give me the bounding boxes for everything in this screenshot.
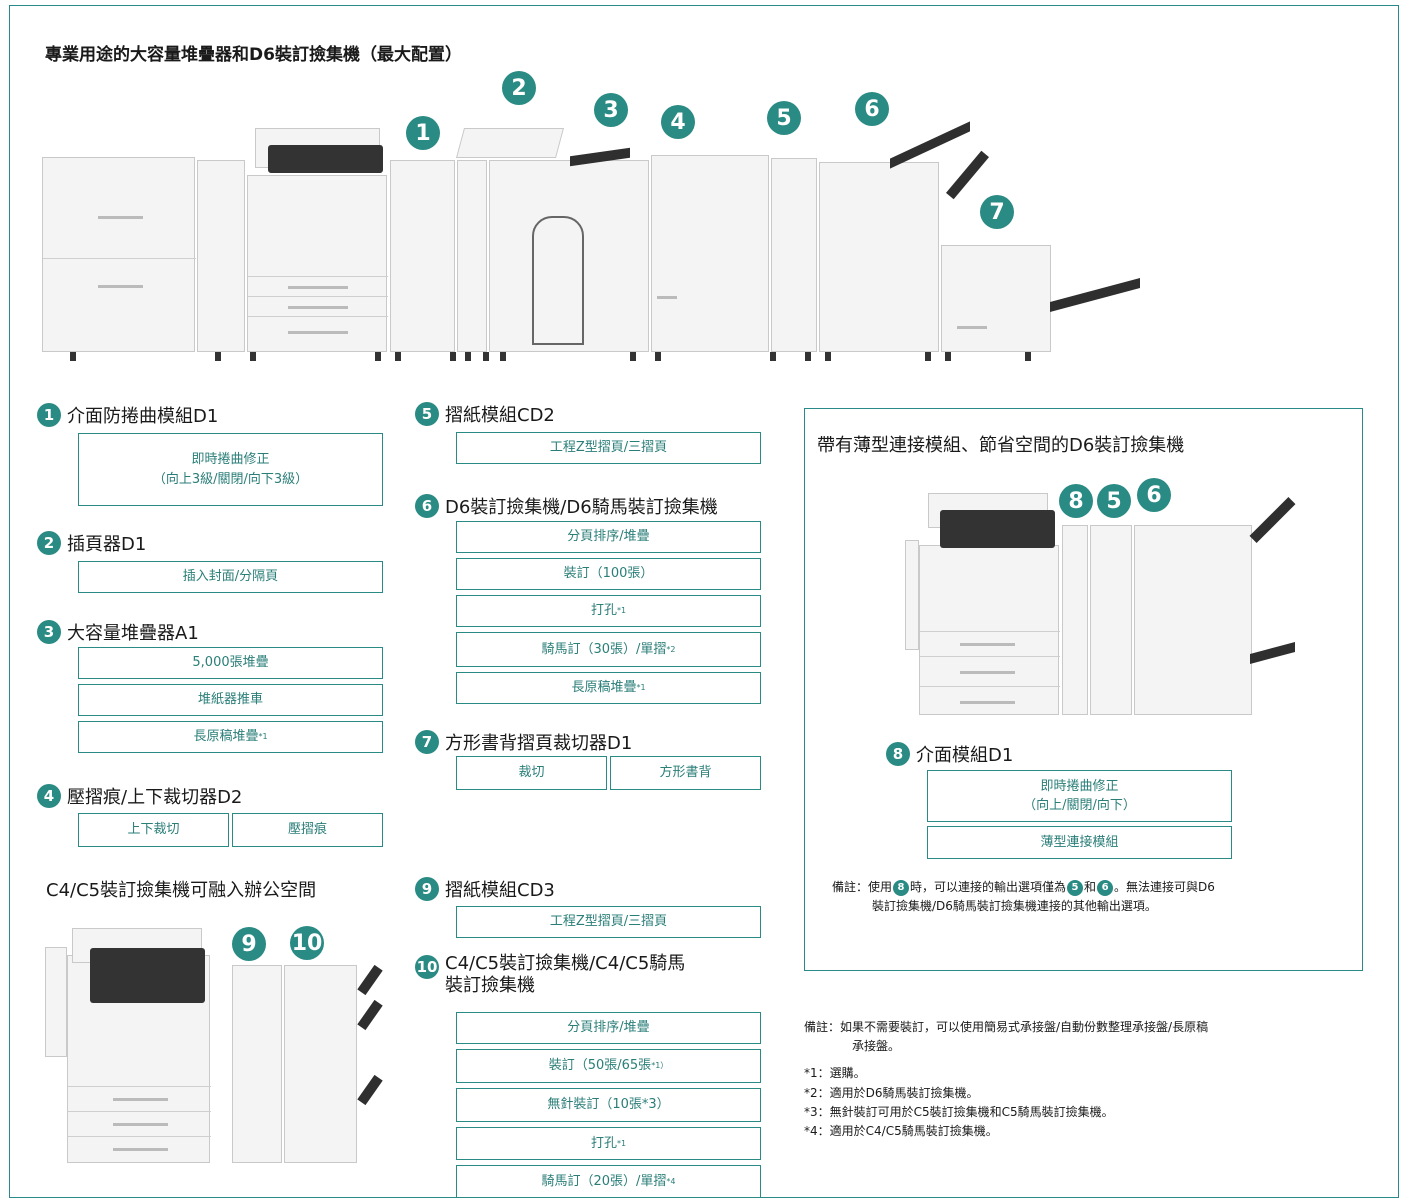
remark-line-1: 備註：如果不需要裝訂，可以使用簡易式承接盤/自動份數整理承接盤/長原稿: [804, 1020, 1209, 1034]
module-4-box-right: 壓摺痕: [232, 813, 383, 847]
badge-1-top: 1: [406, 116, 440, 150]
remark-line-2: 承接盤。: [852, 1039, 901, 1054]
module-10-box-2: 裝訂（50張/65張*1）: [456, 1049, 761, 1083]
module-6-box-2: 裝訂（100張）: [456, 558, 761, 590]
feeder-connector: [197, 160, 245, 352]
module-6-box-3: 打孔*1: [456, 595, 761, 627]
footnotes: 備註：如果不需要裝訂，可以使用簡易式承接盤/自動份數整理承接盤/長原稿 承接盤。…: [804, 1018, 1384, 1141]
office-module-10-unit: [284, 965, 357, 1163]
printer-body: [247, 175, 388, 352]
slim-panel-title: 帶有薄型連接模組、節省空間的D6裝訂撿集機: [817, 435, 1185, 456]
module-6-box-4: 騎馬訂（30張）/單摺*2: [456, 632, 761, 667]
note-badge-8: 8: [893, 879, 910, 896]
module-10-box-4: 打孔*1: [456, 1127, 761, 1160]
module-10-box-1: 分頁排序/堆疊: [456, 1012, 761, 1044]
office-control-panel: [90, 948, 205, 1003]
module-3-box-2: 堆紙器推車: [78, 684, 383, 716]
module-8-box-1: 即時捲曲修正（向上/關閉/向下）: [927, 770, 1232, 822]
badge-8-slim: 8: [1059, 484, 1093, 518]
module-1-unit: [390, 160, 455, 352]
inserter-tray: [455, 128, 565, 158]
office-module-9-unit: [232, 965, 282, 1163]
module-7-box-right: 方形書背: [610, 756, 761, 790]
module-9-box: 工程Z型摺頁/三摺頁: [456, 906, 761, 938]
badge-10-office: 10: [290, 926, 324, 960]
footnote-1: *1：選購。: [804, 1066, 866, 1081]
slim-bypass-tray: [905, 540, 919, 650]
slim-module-5-unit: [1090, 525, 1132, 715]
slim-panel-note: 備註：使用 8 時，可以連接的輸出選項僅為 5 和 6 。無法連接可與D6 裝訂…: [832, 879, 1215, 914]
footnote-4: *4：適用於C4/C5騎馬裝訂撿集機。: [804, 1123, 998, 1138]
slim-printer-body: [919, 545, 1060, 715]
module-5-unit: [771, 158, 817, 352]
badge-5-slim: 5: [1097, 484, 1131, 518]
control-panel: [268, 145, 383, 173]
module-10-box-3: 無針裝訂（10張*3）: [456, 1088, 761, 1122]
module-3-unit: [489, 160, 649, 352]
badge-5-top: 5: [767, 101, 801, 135]
module-2-unit: [457, 160, 487, 352]
module-7-box-left: 裁切: [456, 756, 607, 790]
module-1-box: 即時捲曲修正（向上3級/關閉/向下3級）: [78, 433, 383, 506]
module-6-box-1: 分頁排序/堆疊: [456, 521, 761, 553]
office-title: C4/C5裝訂撿集機可融入辦公空間: [46, 880, 317, 901]
module-2-box: 插入封面/分隔頁: [78, 561, 383, 593]
module-7-unit: [941, 245, 1051, 352]
note-badge-6: 6: [1097, 879, 1114, 896]
badge-4-top: 4: [661, 105, 695, 139]
badge-9-office: 9: [232, 927, 266, 961]
slim-module-6-unit: [1134, 525, 1252, 715]
slim-control-panel: [940, 510, 1055, 548]
module-3-box-1: 5,000張堆疊: [78, 647, 383, 679]
note-badge-5: 5: [1067, 879, 1084, 896]
badge-6-top: 6: [855, 92, 889, 126]
badge-7-top: 7: [980, 195, 1014, 229]
module-6-box-5: 長原稿堆疊*1: [456, 672, 761, 704]
office-bypass-tray: [45, 947, 67, 1057]
module-3-box-3: 長原稿堆疊*1: [78, 721, 383, 753]
module-4-unit: [651, 155, 769, 352]
main-title: 專業用途的大容量堆疊器和D6裝訂撿集機（最大配置）: [45, 45, 462, 65]
slim-connection-panel: [804, 408, 1363, 971]
module-5-box: 工程Z型摺頁/三摺頁: [456, 432, 761, 464]
paper-feeder-unit: [42, 157, 196, 352]
badge-2-top: 2: [502, 71, 536, 105]
module-4-box-left: 上下裁切: [78, 813, 229, 847]
badge-3-top: 3: [594, 93, 628, 127]
module-6-unit: [819, 162, 939, 352]
module-10-box-5: 騎馬訂（20張）/單摺*4: [456, 1165, 761, 1198]
badge-6-slim: 6: [1137, 478, 1171, 512]
footnote-2: *2：適用於D6騎馬裝訂撿集機。: [804, 1085, 979, 1100]
slim-module-8-unit: [1062, 525, 1088, 715]
module-8-box-2: 薄型連接模組: [927, 826, 1232, 859]
footnote-3: *3：無針裝訂可用於C5裝訂撿集機和C5騎馬裝訂撿集機。: [804, 1104, 1114, 1119]
